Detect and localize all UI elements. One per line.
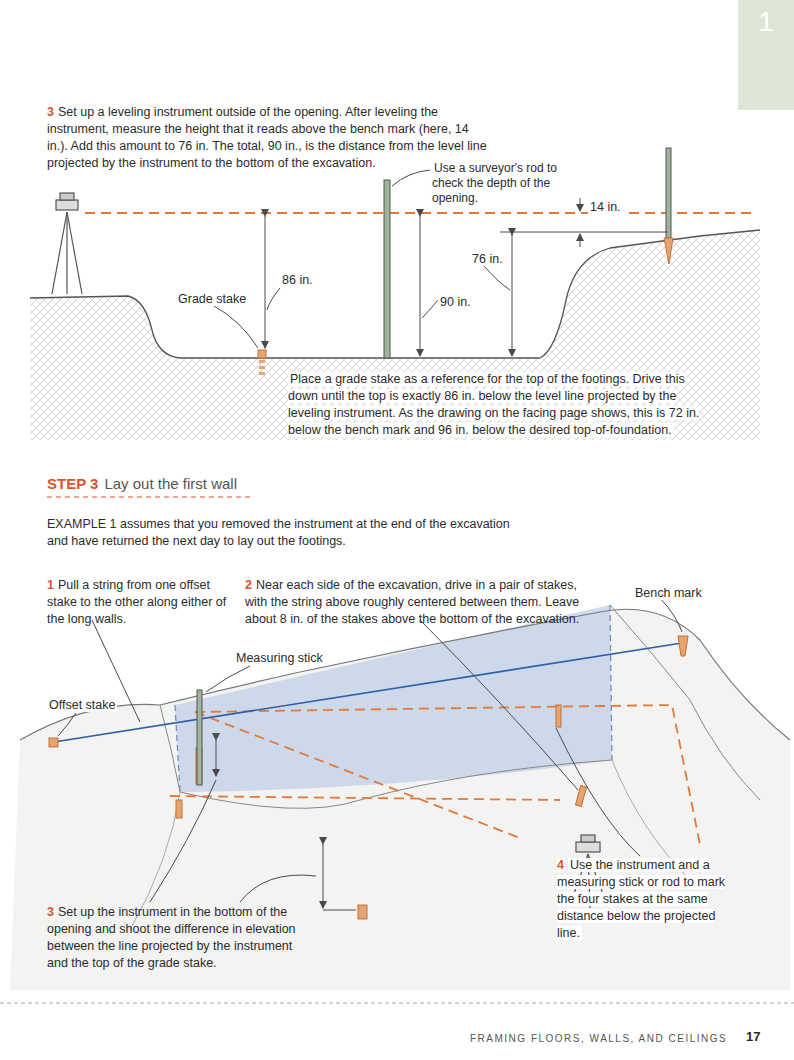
step-label: STEP 3 (47, 475, 98, 492)
step-heading: Lay out the first wall (104, 475, 237, 492)
instruction-text: Near each side of the excavation, drive … (245, 578, 579, 626)
text-block: 14 in. (588, 199, 623, 216)
text-block: 90 in. (438, 294, 473, 311)
text-block: 76 in. (470, 251, 505, 268)
chapter-number: 1 (738, 0, 794, 38)
instruction-text: Set up the instrument in the bottom of t… (47, 905, 296, 970)
part-label: Measuring stick (234, 651, 325, 665)
callout-number: 3 (47, 905, 54, 919)
text-block: FRAMING FLOORS, WALLS, AND CEILINGS (470, 1030, 727, 1047)
text-block: Measuring stick (234, 650, 325, 667)
text-block: Place a grade stake as a reference for t… (288, 371, 713, 439)
note-text: Place a grade stake as a reference for t… (288, 372, 699, 437)
instruction-text: Set up a leveling instrument outside of … (47, 105, 487, 170)
page-number: 17 (746, 1029, 760, 1044)
text-block: Use a surveyor's rod to check the depth … (432, 161, 562, 206)
text-block: 4Use the instrument and a measuring stic… (557, 857, 727, 942)
part-label: Offset stake (47, 698, 117, 712)
dimension: 86 in. (280, 273, 315, 287)
rod-label: Use a surveyor's rod to check the depth … (432, 161, 557, 205)
text-block: 1Pull a string from one offset stake to … (47, 577, 227, 628)
text-block: 17 (746, 1028, 760, 1046)
running-footer: FRAMING FLOORS, WALLS, AND CEILINGS (470, 1033, 727, 1044)
text-block: Bench mark (633, 585, 704, 602)
text-block: 3Set up the instrument in the bottom of … (47, 904, 302, 972)
callout-number: 3 (47, 105, 54, 119)
dimension: 14 in. (588, 200, 623, 214)
text-block: 3Set up a leveling instrument outside of… (47, 104, 487, 172)
part-label: Grade stake (176, 292, 248, 306)
chapter-tab: 1 (738, 0, 794, 110)
instruction-text: Use the instrument and a measuring stick… (557, 858, 725, 940)
callout-number: 2 (245, 578, 252, 592)
text-block: Grade stake (176, 291, 248, 308)
callout-number: 4 (557, 858, 564, 872)
dimension: 90 in. (438, 295, 473, 309)
text-block: 86 in. (280, 272, 315, 289)
text-block: 2Near each side of the excavation, drive… (245, 577, 580, 628)
intro-text: EXAMPLE 1 assumes that you removed the i… (47, 517, 510, 548)
text-block: EXAMPLE 1 assumes that you removed the i… (47, 516, 517, 550)
instruction-text: Pull a string from one offset stake to t… (47, 578, 226, 626)
text-block: Offset stake (47, 697, 117, 714)
dimension: 76 in. (470, 252, 505, 266)
text-block: STEP 3 Lay out the first wall (47, 475, 237, 494)
part-label: Bench mark (633, 586, 704, 600)
callout-number: 1 (47, 578, 54, 592)
